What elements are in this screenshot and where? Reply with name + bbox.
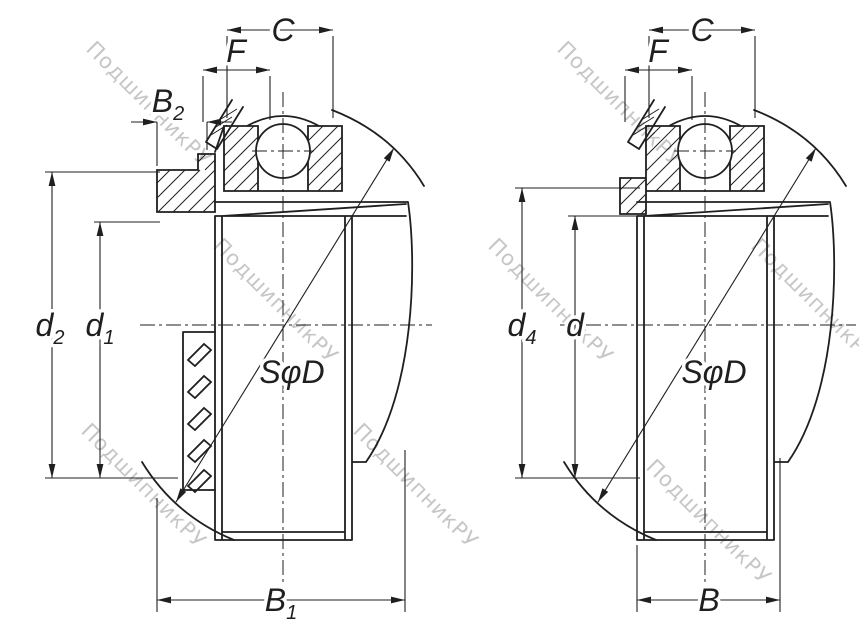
arrowhead bbox=[383, 148, 394, 162]
arrowhead bbox=[48, 464, 56, 478]
arrowhead bbox=[391, 596, 405, 604]
watermark-text: ПодшипникРУ bbox=[348, 419, 483, 554]
dim-label-c-right: C bbox=[690, 12, 714, 48]
right-view: C F d4 d SφD bbox=[504, 9, 856, 622]
dim-label-d4: d4 bbox=[508, 307, 537, 349]
dim-lines bbox=[202, 69, 271, 122]
arrowhead bbox=[143, 118, 157, 126]
arrowhead bbox=[741, 26, 755, 34]
dim-label-sphere-left: SφD bbox=[259, 354, 324, 390]
arrowhead bbox=[571, 464, 579, 478]
watermark-text: ПодшипникРУ bbox=[208, 234, 343, 369]
dim-lines bbox=[597, 147, 817, 503]
dim-label-b1: B1 bbox=[265, 582, 297, 624]
dim-label-d: d bbox=[566, 307, 585, 343]
dim-lines bbox=[568, 215, 640, 478]
watermark-text: ПодшипникРУ bbox=[641, 455, 776, 590]
watermarks: ПодшипникРУ ПодшипникРУ ПодшипникРУ Подш… bbox=[76, 37, 859, 590]
arrowhead bbox=[637, 596, 651, 604]
centerlines bbox=[560, 92, 856, 584]
watermark-text: ПодшипникРУ bbox=[483, 234, 618, 369]
left-view: C F B2 d2 d1 bbox=[32, 9, 432, 628]
dim-label-c-left: C bbox=[271, 12, 295, 48]
arrowhead bbox=[625, 66, 639, 74]
arrowhead bbox=[176, 488, 187, 502]
dim-label-b: B bbox=[698, 582, 719, 618]
arrowhead bbox=[96, 464, 104, 478]
arrowhead bbox=[319, 26, 333, 34]
arrowhead bbox=[96, 222, 104, 236]
dim-label-d1: d1 bbox=[86, 307, 115, 349]
arrowhead bbox=[571, 216, 579, 230]
sphere-phantom-arcs bbox=[141, 109, 425, 541]
centerlines bbox=[140, 92, 432, 584]
dim-lines bbox=[515, 187, 640, 479]
dim-d2: d2 bbox=[32, 171, 178, 479]
dim-lines bbox=[636, 458, 781, 612]
dim-b1: B1 bbox=[156, 450, 406, 628]
dim-d: d bbox=[563, 215, 640, 478]
dim-b: B bbox=[636, 458, 781, 622]
dim-label-f-right: F bbox=[648, 33, 670, 69]
dim-lines bbox=[94, 221, 160, 478]
section-hatching bbox=[619, 108, 765, 215]
dim-b2: B2 bbox=[131, 80, 232, 166]
dim-sphere-diameter: SφD bbox=[597, 147, 817, 503]
dim-lines bbox=[226, 29, 334, 118]
dim-c: C bbox=[648, 9, 756, 118]
dim-label-sphere-right: SφD bbox=[681, 354, 746, 390]
arrowhead bbox=[518, 464, 526, 478]
arrowhead bbox=[598, 488, 609, 502]
dim-lines bbox=[175, 147, 395, 503]
watermark-text: ПодшипникРУ bbox=[76, 419, 211, 554]
dim-sphere-diameter: SφD bbox=[175, 147, 395, 503]
arrowhead bbox=[256, 66, 270, 74]
arrowhead bbox=[649, 26, 663, 34]
sphere-phantom-arcs bbox=[563, 109, 847, 541]
dim-label-b2: B2 bbox=[152, 83, 184, 125]
arrowhead bbox=[157, 596, 171, 604]
watermark-text: ПодшипникРУ bbox=[746, 234, 859, 369]
arrowhead bbox=[678, 66, 692, 74]
dim-c: C bbox=[226, 9, 334, 118]
dim-lines bbox=[156, 450, 406, 612]
dim-f: F bbox=[202, 30, 271, 122]
dim-label-d2: d2 bbox=[36, 307, 65, 349]
arrowhead bbox=[207, 118, 221, 126]
dim-label-f-left: F bbox=[226, 33, 248, 69]
dim-lines bbox=[45, 171, 178, 479]
arrowhead bbox=[805, 148, 816, 162]
section-hatching bbox=[156, 108, 343, 213]
arrowhead bbox=[203, 66, 217, 74]
arrowhead bbox=[227, 26, 241, 34]
arrowhead bbox=[766, 596, 780, 604]
arrowhead bbox=[48, 172, 56, 186]
watermark-text: ПодшипникРУ bbox=[81, 37, 216, 172]
dim-lines bbox=[648, 29, 756, 118]
arrowhead bbox=[518, 188, 526, 202]
